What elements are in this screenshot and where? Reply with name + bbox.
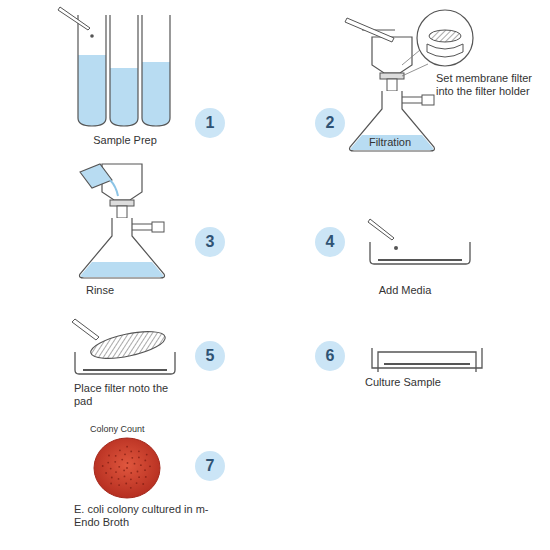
callout-number: 1 — [195, 108, 225, 138]
colony-plate — [94, 438, 160, 498]
step-number: 3 — [206, 233, 215, 251]
step-caption: Culture Sample — [365, 376, 475, 389]
step-number: 4 — [326, 233, 335, 251]
step-caption: Place filter noto the pad — [74, 382, 184, 408]
step-caption: Sample Prep — [70, 134, 180, 147]
covered-petri-dish — [372, 348, 482, 372]
step-number: 2 — [326, 114, 335, 132]
callout-number: 2 — [315, 108, 345, 138]
step-number: 1 — [206, 114, 215, 132]
step-caption: Add Media — [360, 284, 450, 297]
callout-number: 6 — [315, 341, 345, 371]
callout-number: 4 — [315, 227, 345, 257]
callout-number: 7 — [195, 451, 225, 481]
step-caption: Rinse — [70, 284, 130, 297]
callout-number: 3 — [195, 227, 225, 257]
step-caption: Filtration — [345, 136, 435, 149]
step-caption: E. coli colony cultured in m-Endo Broth — [74, 503, 224, 529]
rinse-flask — [80, 164, 165, 278]
filter-on-pad — [72, 319, 175, 374]
step-number: 7 — [206, 457, 215, 475]
test-tubes — [58, 7, 170, 126]
step-number: 5 — [206, 347, 215, 365]
petri-dish-media — [368, 219, 470, 264]
step-caption: Colony Count — [90, 424, 180, 435]
step-number: 6 — [326, 347, 335, 365]
callout-number: 5 — [195, 341, 225, 371]
step-caption: Set membrane filter into the filter hold… — [436, 72, 532, 98]
